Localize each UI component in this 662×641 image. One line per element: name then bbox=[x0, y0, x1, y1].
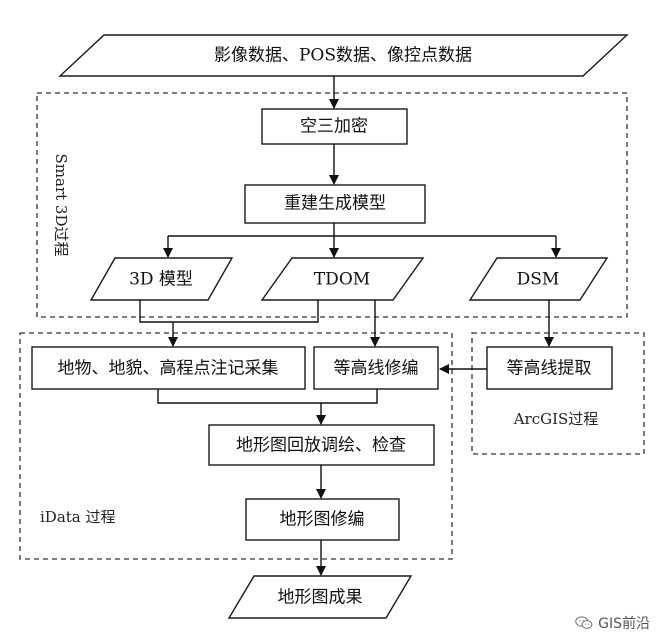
result-label: 地形图成果 bbox=[278, 588, 363, 608]
contour-edit-label: 等高线修编 bbox=[334, 359, 419, 379]
review-node bbox=[208, 424, 435, 466]
idata-group bbox=[19, 332, 453, 560]
idata-label: iData 过程 bbox=[40, 508, 116, 526]
smart3d-group bbox=[36, 92, 628, 318]
tdom-node bbox=[260, 257, 425, 301]
contour-edit-node bbox=[313, 346, 439, 390]
model3d-label: 3D 模型 bbox=[129, 270, 193, 290]
contour-extract-node bbox=[486, 346, 613, 390]
model3d-node bbox=[89, 257, 234, 301]
feature-collection-node bbox=[31, 346, 306, 390]
reconstruct-model-node bbox=[244, 184, 426, 224]
aerotriangulation-label: 空三加密 bbox=[300, 117, 368, 137]
edge-tdom-to-merge bbox=[173, 300, 319, 323]
feature-collection-label: 地物、地貌、高程点注记采集 bbox=[58, 359, 279, 379]
result-node bbox=[227, 575, 413, 619]
dsm-label: DSM bbox=[517, 270, 560, 290]
wechat-icon bbox=[575, 616, 593, 629]
map-edit-node bbox=[245, 498, 400, 541]
contour-extract-label: 等高线提取 bbox=[507, 359, 592, 379]
review-label: 地形图回放调绘、检查 bbox=[236, 436, 406, 456]
dsm-node bbox=[468, 257, 609, 301]
tdom-label: TDOM bbox=[314, 270, 370, 290]
arcgis-group bbox=[471, 332, 645, 455]
input-data-node bbox=[58, 34, 629, 77]
reconstruct-model-label: 重建生成模型 bbox=[284, 194, 386, 214]
watermark-text: GIS前沿 bbox=[598, 616, 650, 632]
edge-model3d-to-merge bbox=[139, 300, 173, 323]
smart3d-label: Smart 3D过程 bbox=[52, 154, 70, 257]
input-data-label: 影像数据、POS数据、像控点数据 bbox=[214, 46, 472, 66]
arcgis-label: ArcGIS过程 bbox=[513, 410, 599, 428]
watermark: GIS前沿 bbox=[575, 613, 650, 633]
edge-feature-collection-to-merge bbox=[157, 389, 321, 404]
edge-contour-edit-to-merge bbox=[321, 389, 378, 404]
map-edit-label: 地形图修编 bbox=[280, 510, 365, 530]
